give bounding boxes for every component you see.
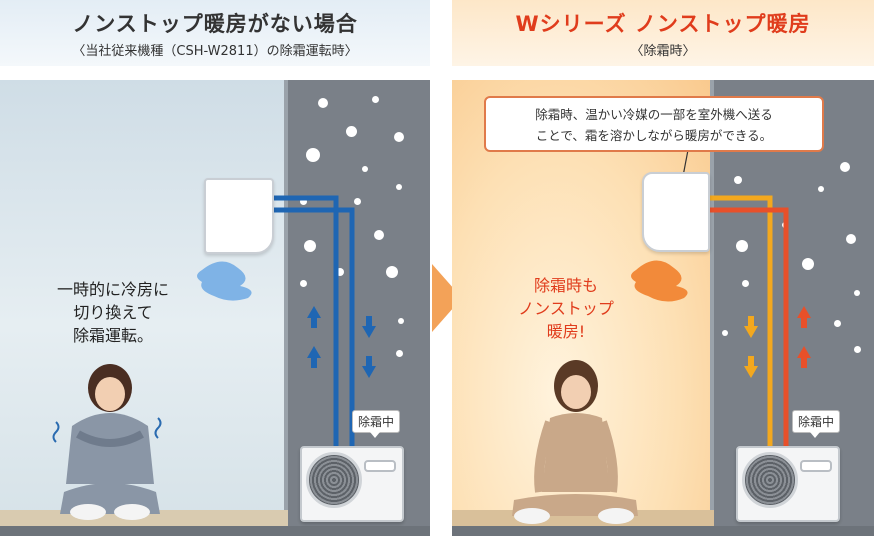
snowflake-icon — [336, 268, 344, 276]
left-header: ノンストップ暖房がない場合 〈当社従来機種（CSH-W2811）の除霜運転時〉 — [0, 0, 430, 66]
cold-person-illustration — [52, 364, 162, 520]
right-caption-line: 暖房! — [546, 322, 586, 341]
snowflake-icon — [840, 162, 850, 172]
snowflake-icon — [396, 350, 403, 357]
right-outdoor-grille — [800, 460, 832, 472]
snowflake-icon — [300, 280, 307, 287]
left-scene: 除霜中 一時的に冷房に 切り換えて 除霜運転。 — [0, 80, 430, 536]
right-title: Wシリーズ ノンストップ暖房 — [515, 12, 811, 36]
snowflake-icon — [354, 198, 361, 205]
left-outdoor-fan-icon — [306, 452, 362, 508]
snowflake-icon — [396, 184, 402, 190]
snowflake-icon — [398, 318, 404, 324]
snowflake-icon — [386, 266, 398, 278]
snowflake-icon — [372, 96, 379, 103]
left-ground — [0, 526, 430, 536]
cold-air-icon — [197, 261, 252, 301]
snowflake-icon — [722, 330, 728, 336]
snowflake-icon — [742, 280, 749, 287]
snowflake-icon — [318, 98, 328, 108]
right-subtitle: 〈除霜時〉 — [630, 44, 696, 59]
snowflake-icon — [346, 126, 357, 137]
snowflake-icon — [818, 186, 824, 192]
snowflake-icon — [306, 148, 320, 162]
snowflake-icon — [802, 258, 814, 270]
snowflake-icon — [846, 234, 856, 244]
snowflake-icon — [854, 346, 861, 353]
right-indoor-unit — [642, 172, 710, 252]
right-wall-edge — [710, 80, 714, 526]
left-title: ノンストップ暖房がない場合 — [72, 12, 358, 36]
left-caption: 一時的に冷房に 切り換えて 除霜運転。 — [28, 278, 198, 347]
left-refrigerant-pipes — [268, 195, 376, 480]
snowflake-icon — [736, 240, 748, 252]
left-subtitle: 〈当社従来機種（CSH-W2811）の除霜運転時〉 — [72, 44, 358, 59]
right-explanation-line: ことで、霜を溶かしながら暖房ができる。 — [535, 128, 773, 143]
left-caption-line: 一時的に冷房に — [56, 280, 169, 299]
left-wall-edge — [284, 80, 288, 526]
right-caption-line: 除霜時も — [533, 276, 598, 295]
snowflake-icon — [394, 132, 404, 142]
left-indoor-unit — [204, 178, 274, 254]
right-defrost-tag: 除霜中 — [792, 410, 841, 438]
right-explanation-box: 除霜時、温かい冷媒の一部を室外機へ送る ことで、霜を溶かしながら暖房ができる。 — [484, 96, 824, 152]
left-caption-line: 切り換えて — [73, 303, 153, 322]
left-defrost-tag: 除霜中 — [352, 410, 401, 438]
snowflake-icon — [300, 198, 307, 205]
right-caption-line: ノンストップ — [518, 299, 614, 318]
snowflake-icon — [854, 290, 860, 296]
right-caption: 除霜時も ノンストップ 暖房! — [486, 274, 646, 343]
snowflake-icon — [362, 166, 368, 172]
warm-person-illustration — [512, 360, 638, 524]
snowflake-icon — [834, 320, 841, 327]
right-explanation-line: 除霜時、温かい冷媒の一部を室外機へ送る — [535, 107, 773, 122]
snowflake-icon — [304, 240, 316, 252]
snowflake-icon — [374, 230, 384, 240]
right-header: Wシリーズ ノンストップ暖房 〈除霜時〉 — [452, 0, 874, 66]
right-outdoor-fan-icon — [742, 452, 798, 508]
left-outdoor-grille — [364, 460, 396, 472]
warm-air-icon — [631, 260, 688, 302]
right-ground — [452, 526, 874, 536]
snowflake-icon — [734, 176, 742, 184]
left-caption-line: 除霜運転。 — [72, 326, 153, 345]
right-scene: 除霜中 除霜時、温かい冷媒の一部を室外機へ送る ことで、霜を溶かしながら暖房がで… — [452, 80, 874, 536]
